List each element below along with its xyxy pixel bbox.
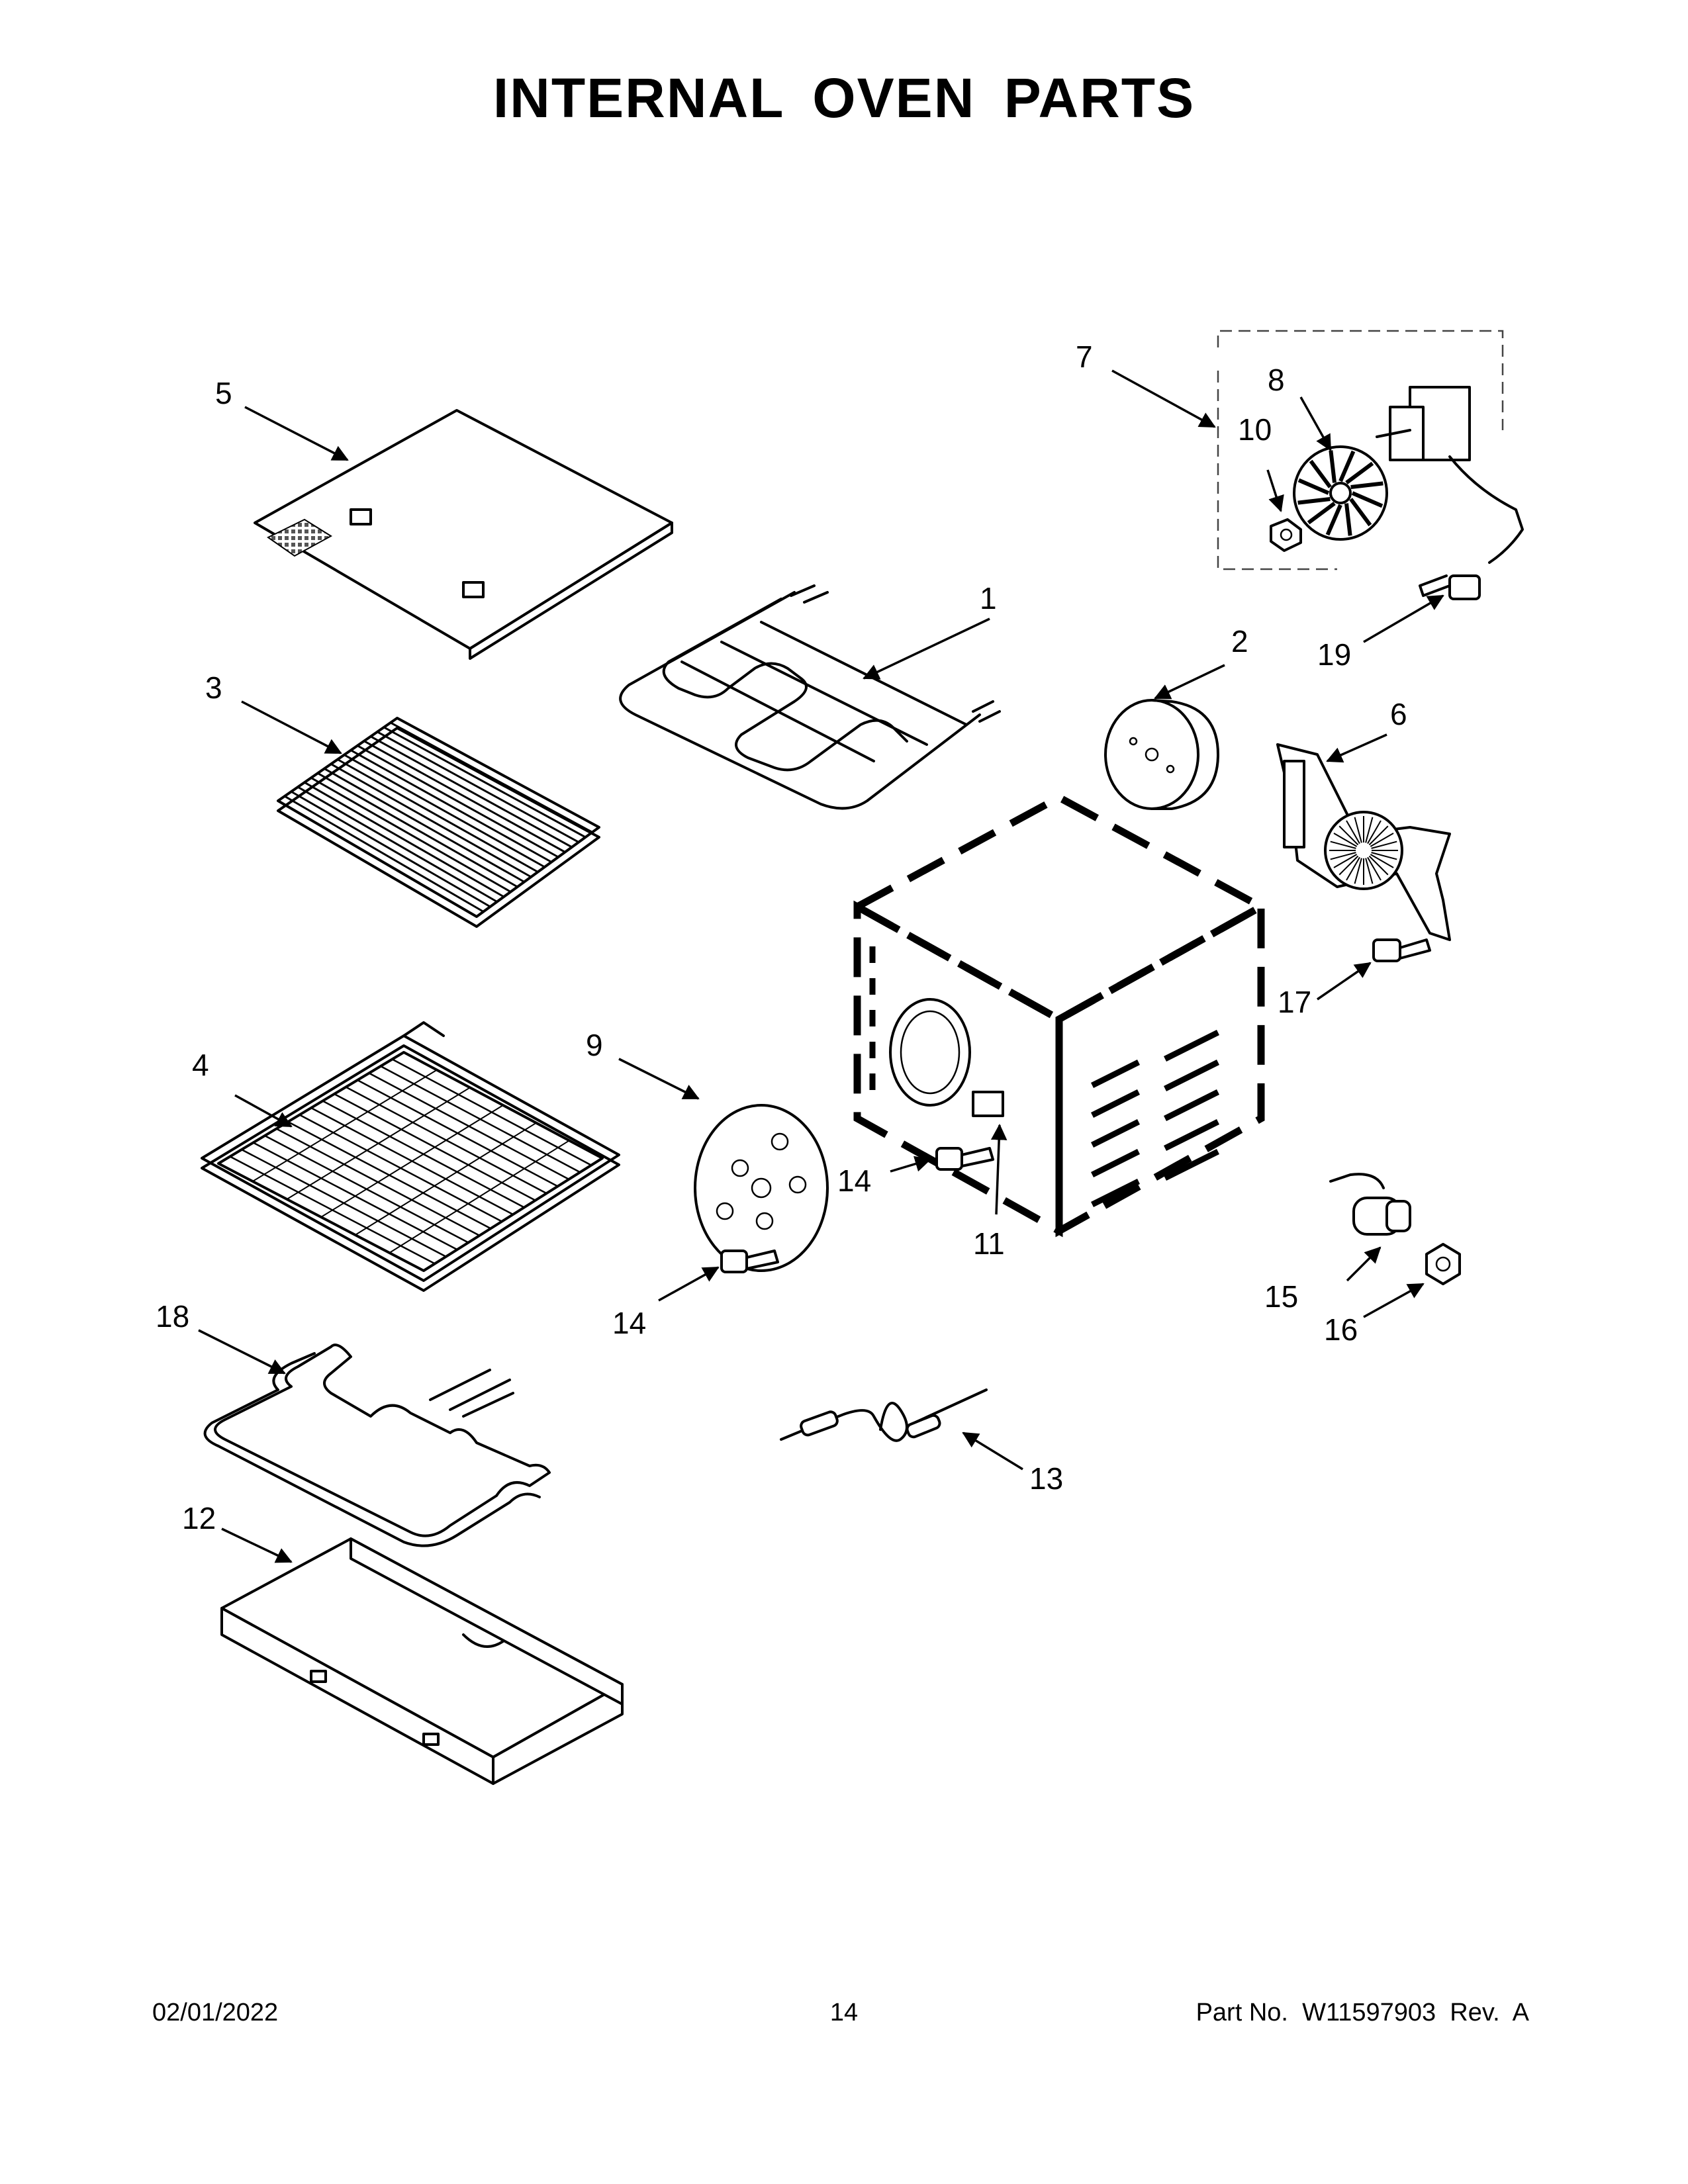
part-19-screw <box>1419 574 1481 600</box>
part-17-screw <box>1372 938 1431 962</box>
part-9-rear-baffle <box>694 1104 829 1272</box>
callout-1: 1 <box>980 581 997 615</box>
callout-17: 17 <box>1278 985 1311 1019</box>
callout-5: 5 <box>215 376 232 410</box>
callout-15: 15 <box>1264 1279 1298 1314</box>
footer-page-number: 14 <box>829 1999 859 2026</box>
callout-arrows <box>198 369 1444 1563</box>
callout-8: 8 <box>1268 363 1285 397</box>
footer-date: 02/01/2022 <box>152 1999 279 2026</box>
callout-6: 6 <box>1390 697 1407 731</box>
callout-10: 10 <box>1238 412 1272 447</box>
callout-16: 16 <box>1324 1312 1358 1347</box>
part-18-bake-element <box>203 1343 551 1547</box>
page-title: INTERNAL OVEN PARTS <box>492 67 1196 129</box>
part-16-nut <box>1425 1243 1461 1285</box>
callout-14-upper: 14 <box>837 1163 871 1198</box>
part-15-sensor <box>1329 1173 1411 1236</box>
callout-labels: 1 2 3 4 5 6 7 8 9 10 11 12 13 14 14 15 1… <box>156 340 1407 1535</box>
callout-12: 12 <box>182 1501 216 1535</box>
part-2-baffle-disk <box>1104 699 1219 810</box>
callout-13: 13 <box>1029 1461 1063 1496</box>
part-4-roller-rack <box>201 1021 620 1292</box>
part-1-broil-element <box>619 584 1001 810</box>
part-5-bottom-panel <box>254 409 673 660</box>
callout-4: 4 <box>192 1048 209 1082</box>
part-14-screw-upper <box>935 1147 994 1171</box>
part-3-oven-rack <box>277 717 600 928</box>
callout-18: 18 <box>156 1299 189 1334</box>
part-6-fan-cover <box>1276 743 1451 941</box>
part-13-meat-probe <box>780 1388 988 1442</box>
part-12-bottom-cover <box>220 1537 624 1785</box>
part-14-screw-lower <box>720 1250 779 1273</box>
part-11-oven-cavity <box>849 793 1269 1238</box>
callout-3: 3 <box>205 670 222 705</box>
callout-11: 11 <box>973 1226 1005 1261</box>
callout-9: 9 <box>586 1028 603 1062</box>
callout-14-lower: 14 <box>612 1306 646 1340</box>
footer-part-number: Part No. W11597903 Rev. A <box>1196 1999 1529 2026</box>
callout-7: 7 <box>1076 340 1093 374</box>
part-7-convection-motor-assembly <box>1217 330 1524 570</box>
callout-2: 2 <box>1231 624 1248 659</box>
callout-19: 19 <box>1317 637 1351 672</box>
